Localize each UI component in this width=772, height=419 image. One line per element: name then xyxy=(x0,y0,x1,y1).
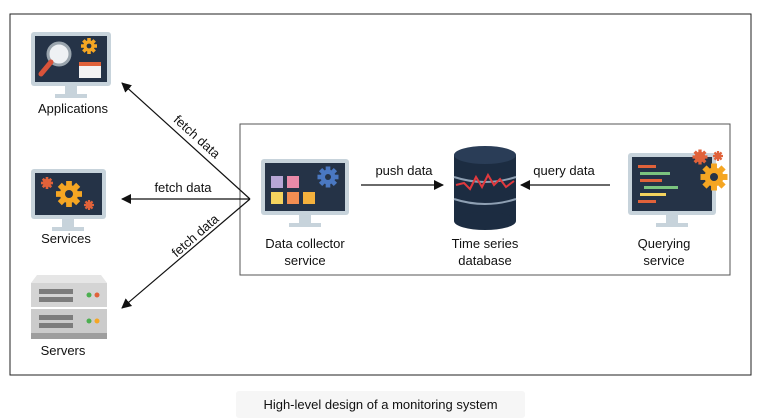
edge-label-fetch-servers: fetch data xyxy=(169,211,223,260)
figure-caption: High-level design of a monitoring system xyxy=(236,391,525,418)
node-label-servers: Servers xyxy=(41,343,86,358)
node-label-querying-line2: service xyxy=(643,253,684,268)
edge-label-fetch-applications: fetch data xyxy=(171,112,224,162)
arrow-fetch-servers xyxy=(121,198,251,309)
edge-label-push: push data xyxy=(375,163,433,178)
monitor-tiles-gear-icon xyxy=(261,159,349,227)
node-label-applications: Applications xyxy=(38,101,109,116)
node-label-collector-line1: Data collector xyxy=(265,236,345,251)
node-label-collector-line2: service xyxy=(284,253,325,268)
node-label-database-line2: database xyxy=(458,253,512,268)
edge-label-fetch-services: fetch data xyxy=(154,180,212,195)
monitor-code-gears-icon xyxy=(628,149,728,227)
outer-frame xyxy=(9,13,752,376)
node-label-services: Services xyxy=(41,231,91,246)
monitor-gears-icon xyxy=(31,169,106,231)
server-rack-icon xyxy=(31,275,107,339)
database-icon xyxy=(453,146,517,230)
edge-label-query: query data xyxy=(533,163,595,178)
node-label-querying-line1: Querying xyxy=(638,236,691,251)
node-label-database-line1: Time series xyxy=(452,236,519,251)
arrow-fetch-applications xyxy=(121,82,251,200)
monitor-magnifier-gear-icon xyxy=(31,32,111,98)
